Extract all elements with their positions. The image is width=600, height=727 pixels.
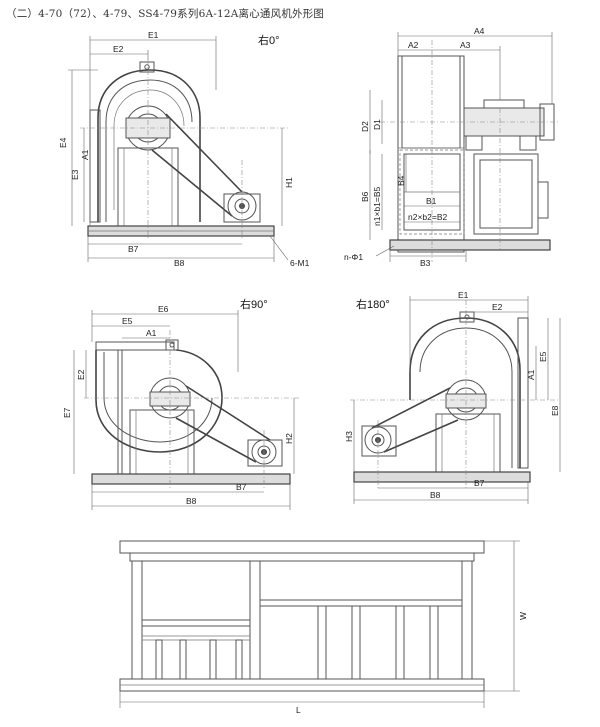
- label-A1-90: A1: [146, 328, 157, 338]
- label-B7-180: B7: [474, 478, 485, 488]
- label-L: L: [296, 705, 301, 715]
- label-B7: B7: [128, 244, 139, 254]
- label-E2: E2: [113, 44, 124, 54]
- label-B8-90: B8: [186, 496, 197, 506]
- label-H3: H3: [344, 431, 354, 442]
- label-n2b2: n2×b2=B2: [408, 212, 448, 222]
- label-H1: H1: [284, 177, 294, 188]
- label-nphi: n-Φ1: [344, 252, 363, 262]
- label-B1: B1: [426, 196, 437, 206]
- label-B8: B8: [174, 258, 185, 268]
- drawing-title: （二）4-70（72）、4-79、SS4-79系列6A-12A离心通风机外形图: [6, 8, 325, 20]
- view-right-0: E1 E2 E4 E3 A1 H1 B7 B8 6-M1 右0°: [58, 30, 310, 268]
- view-right-90: E6 E5 A1 E7 E2 H2 B7 B8 右90°: [62, 297, 300, 510]
- view-label-right-180: 右180°: [356, 297, 390, 311]
- label-W: W: [518, 612, 528, 620]
- label-B8-180: B8: [430, 490, 441, 500]
- view-side: A4 A2 A3 D2 D1 B6 n1×b1=B5 B4 B1 n2×b2=B…: [344, 26, 560, 268]
- label-E2-90: E2: [76, 369, 86, 380]
- label-A1: A1: [80, 149, 90, 160]
- label-D2: D2: [360, 121, 370, 132]
- label-A3: A3: [460, 40, 471, 50]
- label-E5: E5: [122, 316, 133, 326]
- label-M1: 6-M1: [290, 258, 310, 268]
- label-E8: E8: [550, 405, 560, 416]
- label-B7-90: B7: [236, 482, 247, 492]
- label-E5-180: E5: [538, 351, 548, 362]
- label-A1-180: A1: [526, 369, 536, 380]
- label-B4: B4: [396, 175, 406, 186]
- view-right-180: E1 E2 A1 E5 E8 H3 B7 B8 右180°: [344, 290, 561, 504]
- label-E2-180: E2: [492, 302, 503, 312]
- label-B6: B6: [360, 191, 370, 202]
- label-E3: E3: [70, 169, 80, 180]
- view-label-right-90: 右90°: [240, 297, 268, 311]
- label-E6: E6: [158, 304, 169, 314]
- label-D1: D1: [372, 119, 382, 130]
- view-base-frame: L W: [119, 540, 528, 715]
- label-E7: E7: [62, 407, 72, 418]
- label-H2: H2: [284, 433, 294, 444]
- label-B3: B3: [420, 258, 431, 268]
- label-E1-180: E1: [458, 290, 469, 300]
- view-label-right-0: 右0°: [258, 33, 280, 47]
- label-A4: A4: [474, 26, 485, 36]
- label-E4: E4: [58, 137, 68, 148]
- label-n1b1: n1×b1=B5: [372, 186, 382, 226]
- label-E1: E1: [148, 30, 159, 40]
- label-A2: A2: [408, 40, 419, 50]
